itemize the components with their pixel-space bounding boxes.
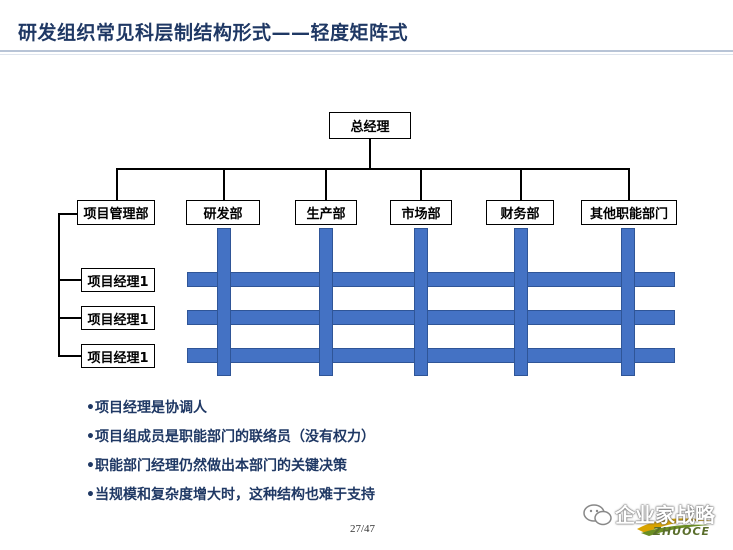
wechat-icon [583, 504, 612, 526]
project-management-dept-box: 项目管理部 [77, 200, 155, 225]
pm-bracket-vertical [58, 213, 60, 355]
dept-label: 研发部 [203, 207, 243, 222]
dept-bar-production [319, 228, 333, 376]
general-manager-label: 总经理 [350, 120, 390, 135]
general-manager-box: 总经理 [329, 112, 411, 139]
bullet-item: •当规模和复杂度增大时，这种结构也难于支持 [86, 487, 375, 503]
title-divider [0, 50, 733, 52]
connector-drop-rd [223, 168, 225, 200]
watermark-text: 企业家战略 [615, 503, 715, 527]
bullet-list: •项目经理是协调人 •项目组成员是职能部门的联络员（没有权力） •职能部门经理仍… [86, 398, 375, 514]
pm-bracket-row3 [58, 355, 81, 357]
project-bar-3 [187, 348, 675, 363]
project-manager-label: 项目经理1 [87, 274, 149, 290]
dept-label: 其他职能部门 [589, 207, 668, 222]
connector-drop-fin [520, 168, 522, 200]
dept-box-finance: 财务部 [486, 200, 554, 225]
dept-box-other: 其他职能部门 [581, 200, 677, 225]
connector-bus [116, 168, 629, 170]
swoosh-logo-icon [637, 518, 713, 536]
project-manager-label: 项目经理1 [87, 350, 149, 366]
project-manager-box: 项目经理1 [81, 306, 155, 330]
bullet-item: •项目组成员是职能部门的联络员（没有权力） [86, 429, 375, 445]
watermark-subtext: ZHUOCE [653, 525, 711, 538]
connector-drop-other [628, 168, 630, 200]
connector-drop-prod [325, 168, 327, 200]
project-management-dept-label: 项目管理部 [83, 207, 149, 222]
dept-bar-marketing [414, 228, 428, 376]
page-number: 27/47 [350, 523, 376, 535]
pm-bracket-row1 [58, 279, 81, 281]
dept-label: 生产部 [306, 207, 346, 222]
slide-title: 研发组织常见科层制结构形式——轻度矩阵式 [18, 22, 409, 44]
title-divider-secondary [0, 54, 733, 55]
watermark-logo: 企业家战略 ZHUOCE [575, 497, 725, 543]
project-bar-2 [187, 310, 675, 325]
project-bar-1 [187, 272, 675, 287]
dept-box-marketing: 市场部 [390, 200, 452, 225]
connector-drop-mkt [420, 168, 422, 200]
pm-bracket-top [58, 213, 77, 215]
project-manager-label: 项目经理1 [87, 312, 149, 328]
dept-box-production: 生产部 [295, 200, 357, 225]
connector-drop-pmd [116, 168, 118, 200]
dept-label: 市场部 [401, 207, 441, 222]
pm-bracket-row2 [58, 317, 81, 319]
bullet-item: •职能部门经理仍然做出本部门的关键决策 [86, 458, 347, 474]
dept-bar-other [621, 228, 635, 376]
project-manager-box: 项目经理1 [81, 268, 155, 292]
connector-top-vertical [369, 139, 371, 168]
dept-label: 财务部 [500, 207, 540, 222]
dept-bar-finance [514, 228, 528, 376]
bullet-item: •项目经理是协调人 [86, 400, 207, 416]
project-manager-box: 项目经理1 [81, 344, 155, 368]
dept-bar-rd [217, 228, 231, 376]
dept-box-rd: 研发部 [186, 200, 260, 225]
